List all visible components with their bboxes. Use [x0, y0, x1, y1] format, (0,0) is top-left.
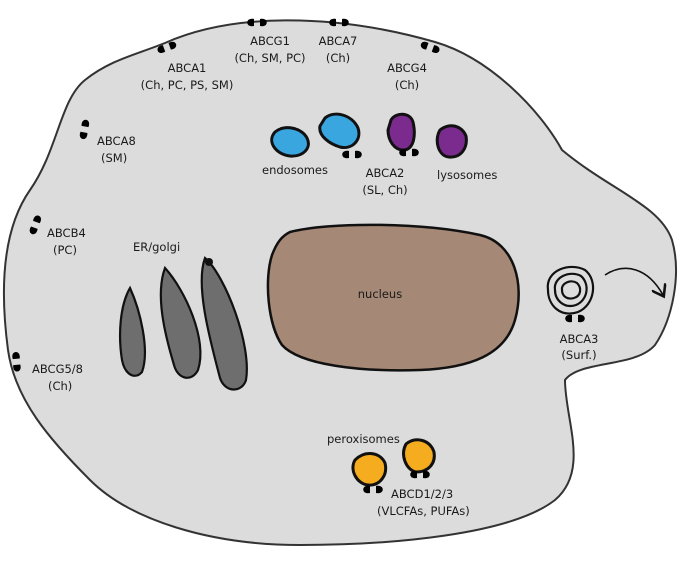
- abca2-name: ABCA2: [366, 166, 405, 180]
- endosomes-label: endosomes: [262, 163, 328, 177]
- abcg58-name: ABCG5/8: [32, 362, 83, 376]
- abca7-substrates: (Ch): [326, 51, 350, 65]
- abcg4-name: ABCG4: [387, 61, 427, 75]
- abca7-name: ABCA7: [319, 34, 358, 48]
- peroxisome-1: [351, 452, 388, 487]
- abcg4-substrates: (Ch): [395, 78, 419, 92]
- nucleus-label: nucleus: [358, 287, 402, 301]
- abca8-substrates: (SM): [101, 151, 127, 165]
- abcd-substrates: (VLCFAs, PUFAs): [377, 504, 470, 518]
- nucleus: [266, 223, 520, 372]
- lysosome-1: [386, 112, 416, 152]
- abcb4-substrates: (PC): [53, 243, 77, 257]
- er-golgi: [118, 256, 248, 391]
- abca1-name: ABCA1: [168, 61, 207, 75]
- abca3-name: ABCA3: [560, 332, 599, 346]
- abca1-substrates: (Ch, PC, PS, SM): [141, 78, 234, 92]
- lysosomes-label: lysosomes: [437, 168, 497, 182]
- endosome-1: [270, 126, 310, 158]
- abcd-name: ABCD1/2/3: [391, 487, 453, 501]
- peroxisome-2: [402, 438, 436, 474]
- abcg1-substrates: (Ch, SM, PC): [234, 51, 305, 65]
- peroxisomes-label: peroxisomes: [327, 432, 400, 446]
- abca3-substrates: (Surf.): [561, 348, 596, 362]
- endosome-2: [318, 112, 361, 150]
- lamellar-body-icon: [546, 265, 595, 315]
- abca8-name: ABCA8: [97, 134, 136, 148]
- abcg58-substrates: (Ch): [48, 379, 72, 393]
- er-golgi-label: ER/golgi: [133, 240, 180, 254]
- abcg1-name: ABCG1: [250, 34, 290, 48]
- lysosome-2: [435, 124, 468, 159]
- abca2-substrates: (SL, Ch): [362, 183, 407, 197]
- export-arrow-icon: [604, 267, 663, 295]
- abcb4-name: ABCB4: [47, 226, 86, 240]
